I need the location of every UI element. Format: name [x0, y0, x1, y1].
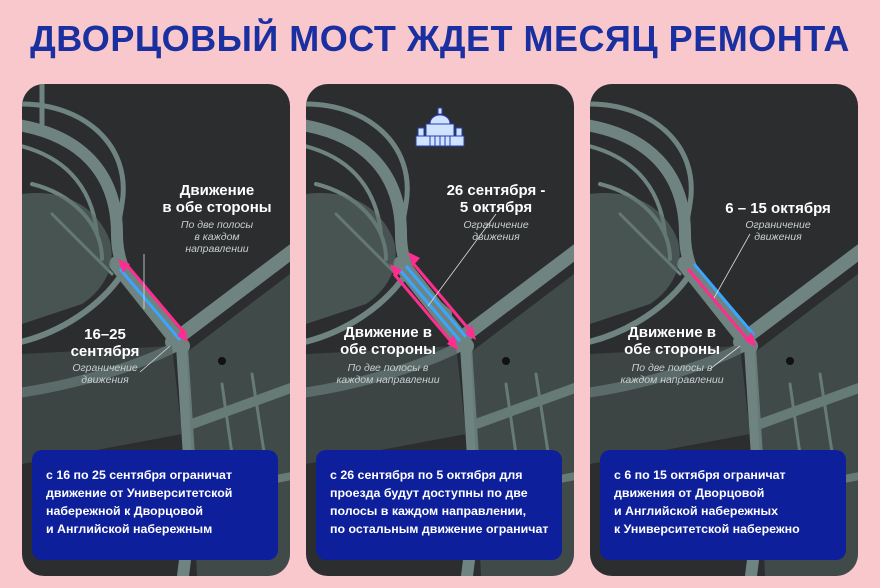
cathedral-icon	[415, 107, 465, 147]
page-title: ДВОРЦОВЫЙ МОСТ ЖДЕТ МЕСЯЦ РЕМОНТА	[30, 18, 850, 59]
map	[306, 101, 574, 576]
date-label: 26 сентября -5 октября	[446, 182, 546, 216]
date-label: 6 – 15 октября	[725, 200, 831, 217]
